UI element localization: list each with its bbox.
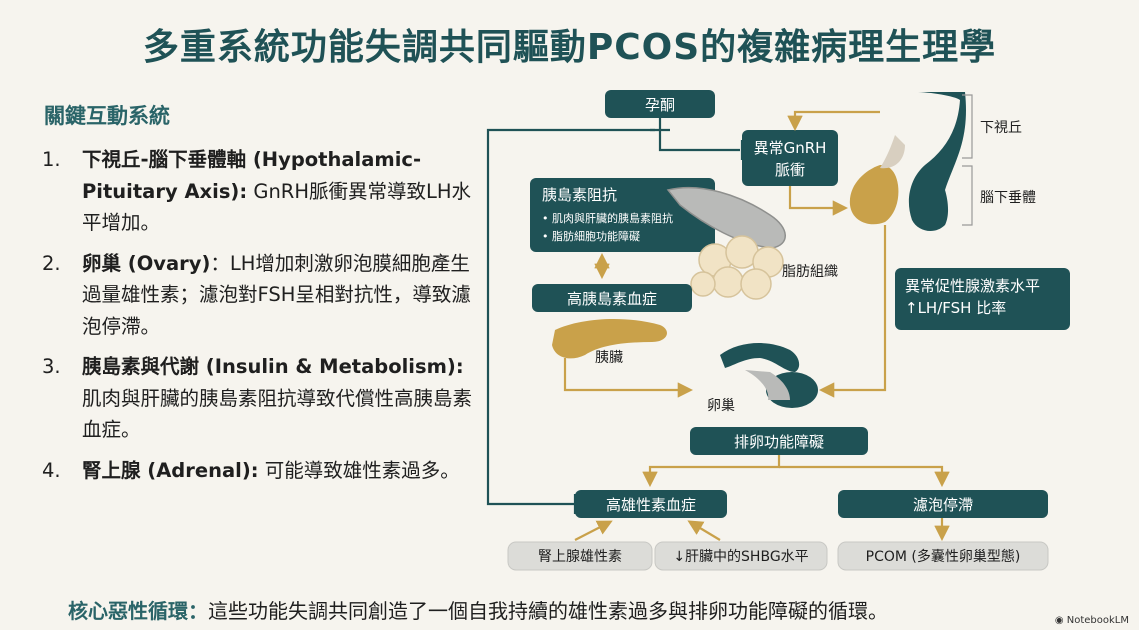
shbg-to-hyperandrogen-arrow	[687, 520, 721, 541]
brand-text: NotebookLM	[1066, 615, 1129, 626]
section-heading: 關鍵互動系統	[44, 104, 170, 128]
inhibition-arrow	[658, 118, 740, 152]
adipose-label: 脂肪組織	[782, 264, 838, 280]
hypothalamus-label: 下視丘	[980, 120, 1022, 136]
brand-icon: ◉	[1054, 615, 1067, 626]
item-desc: ：LH增加刺激卵泡膜細胞產生過量雄性素；濾泡對FSH呈相對抗性，導致濾泡停滯。	[82, 251, 471, 338]
gnrh-text-line2: 脈衝	[775, 161, 805, 179]
hyperinsulinemia-text: 高胰島素血症	[567, 290, 657, 308]
fallopian-tube-shape	[720, 343, 800, 372]
item-number: 2.	[42, 251, 61, 275]
insulin-resistance-title: 胰島素阻抗	[542, 186, 617, 204]
brand-watermark: ◉ NotebookLM	[1055, 615, 1129, 626]
adrenal-androgen-text: 腎上腺雄性素	[538, 549, 622, 565]
shbg-text: ↓肝臟中的SHBG水平	[673, 549, 808, 565]
pituitary-label: 腦下垂體	[980, 190, 1036, 206]
pituitary-gland-shape	[849, 165, 899, 225]
pancreas-label: 胰臟	[595, 350, 623, 366]
pituitary-stalk-shape	[880, 135, 905, 169]
ovulatory-dysfunction-box	[690, 427, 868, 455]
item-number: 1.	[42, 148, 61, 171]
insulin-resistance-bullet: • 肌肉與肝臟的胰島素阻抗	[542, 211, 673, 225]
gnrh-box	[742, 130, 838, 186]
gonadotropin-box	[895, 268, 1070, 330]
progesterone-box	[605, 90, 715, 118]
feedback-loop-arrow	[486, 128, 655, 506]
insulin-resistance-bullet: • 脂肪細胞功能障礙	[542, 229, 640, 243]
item-text: 卵巢 (Ovary)：LH增加刺激卵泡膜細胞產生過量雄性素；濾泡對FSH呈相對抗…	[82, 248, 472, 343]
item-title: 胰島素與代謝 (Insulin & Metabolism):	[82, 355, 464, 378]
adrenal-to-hyperandrogen-arrow	[574, 520, 613, 541]
item-title: 卵巢 (Ovary)	[82, 251, 211, 275]
adrenal-androgen-box	[507, 541, 653, 571]
shbg-box	[654, 541, 828, 571]
summary-line: 核心惡性循環：這些功能失調共同創造了一個自我持續的雄性素過多與排卵功能障礙的循環…	[68, 595, 888, 624]
gnrh-to-pituitary-arrow	[788, 186, 849, 216]
hyperandrogenemia-box	[575, 490, 727, 518]
follicle-arrest-box	[838, 490, 1048, 518]
ovary-label: 卵巢	[707, 398, 735, 414]
adipose-tissue-shape	[690, 235, 784, 300]
item-desc: GnRH脈衝異常導致LH水平增加。	[82, 179, 472, 235]
pcom-text: PCOM (多囊性卵巢型態)	[866, 548, 1021, 565]
summary-key: 核心惡性循環：	[68, 599, 208, 623]
item-text: 胰島素與代謝 (Insulin & Metabolism): 肌肉與肝臟的胰島素…	[82, 351, 472, 446]
system-list: 1. 下視丘-腦下垂體軸 (Hypothalamic-Pituitary Axi…	[42, 144, 472, 495]
pituitary-to-ovary-arrow	[818, 225, 887, 398]
gonadotropin-text-line1: 異常促性腺激素水平	[905, 277, 1040, 295]
list-item: 4. 腎上腺 (Adrenal): 可能導致雄性素過多。	[42, 455, 472, 487]
muscle-shape	[666, 186, 786, 249]
hyperandrogenemia-text: 高雄性素血症	[606, 496, 696, 514]
list-item: 3. 胰島素與代謝 (Insulin & Metabolism): 肌肉與肝臟的…	[42, 351, 472, 446]
pcom-box	[837, 541, 1049, 571]
hyperinsulinemia-box	[532, 284, 692, 312]
page-title: 多重系統功能失調共同驅動PCOS的複雜病理生理學	[142, 27, 997, 68]
item-text: 腎上腺 (Adrenal): 可能導致雄性素過多。	[82, 455, 472, 487]
summary-text: 這些功能失調共同創造了一個自我持續的雄性素過多與排卵功能障礙的循環。	[208, 599, 888, 623]
split-arrow-right	[779, 465, 950, 488]
list-item: 2. 卵巢 (Ovary)：LH增加刺激卵泡膜細胞產生過量雄性素；濾泡對FSH呈…	[42, 248, 472, 343]
split-arrow-left	[642, 455, 781, 488]
ovary-ligament-shape	[745, 370, 790, 400]
pancreas-to-ovary-arrow	[563, 358, 694, 398]
hypothalamus-shape	[908, 92, 966, 232]
item-number: 3.	[42, 355, 61, 378]
item-text: 下視丘-腦下垂體軸 (Hypothalamic-Pituitary Axis):…	[82, 144, 472, 239]
gnrh-text-line1: 異常GnRH	[754, 139, 827, 157]
item-number: 4.	[42, 458, 61, 482]
item-desc: 可能導致雄性素過多。	[258, 458, 460, 482]
bracket-line	[962, 94, 973, 159]
item-title: 下視丘-腦下垂體軸 (Hypothalamic-Pituitary Axis):	[82, 148, 422, 203]
pancreas-shape	[552, 318, 667, 359]
ovulatory-dysfunction-text: 排卵功能障礙	[734, 433, 824, 451]
hypothalamus-to-gnrh-arrow	[787, 110, 880, 132]
follicle-arrest-text: 濾泡停滯	[913, 496, 973, 514]
item-desc: 肌肉與肝臟的胰島素阻抗導致代償性高胰島素血症。	[82, 386, 473, 442]
list-item: 1. 下視丘-腦下垂體軸 (Hypothalamic-Pituitary Axi…	[42, 144, 472, 239]
progesterone-text: 孕酮	[645, 96, 675, 114]
insulin-resistance-box	[530, 178, 715, 252]
bracket-line	[962, 165, 973, 226]
gonadotropin-text-line2: ↑LH/FSH 比率	[905, 299, 1006, 317]
item-title: 腎上腺 (Adrenal):	[82, 458, 259, 482]
